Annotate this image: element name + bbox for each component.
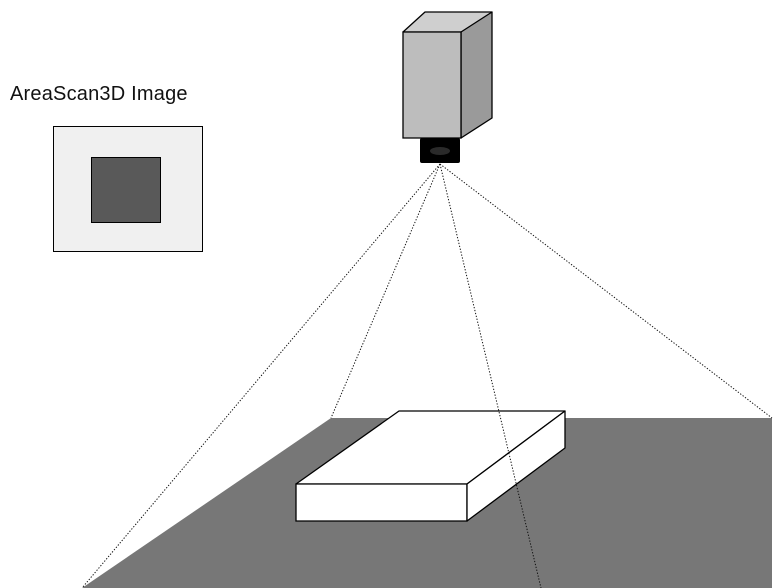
- view-line-back-left: [330, 163, 441, 419]
- camera-lens-highlight: [430, 147, 450, 155]
- image-preview-object: [91, 157, 161, 223]
- view-line-far-left: [81, 163, 441, 588]
- image-preview-background: [53, 126, 203, 252]
- camera-front: [402, 31, 462, 139]
- box-side-face: [466, 410, 566, 522]
- view-line-right: [439, 163, 773, 419]
- camera-side: [460, 11, 493, 139]
- view-line-front: [439, 163, 542, 588]
- area-scan-camera-icon: [402, 11, 493, 163]
- box-front-face: [295, 483, 468, 522]
- diagram-title: AreaScan3D Image: [10, 83, 188, 105]
- field-of-view-lines: [81, 163, 773, 588]
